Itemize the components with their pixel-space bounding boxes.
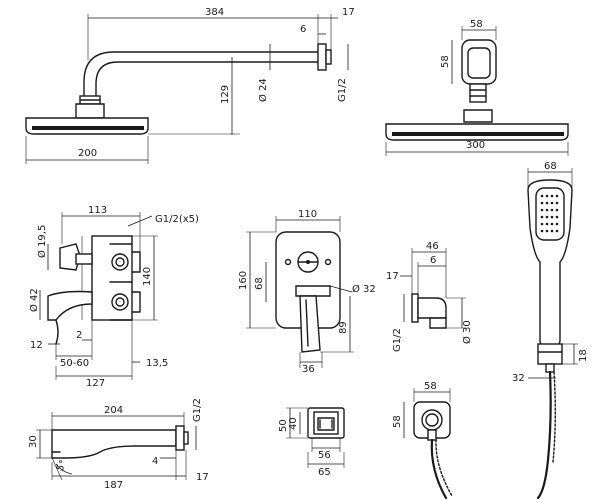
dim-hand-holder-32: 32	[512, 373, 525, 384]
dim-overhead-thread: G1/2	[337, 78, 348, 102]
dim-plate-knob: Ø 32	[352, 283, 376, 295]
dim-overhead-flange: 17	[342, 7, 355, 18]
spout-body	[51, 429, 177, 459]
dim-valve-2: 2	[76, 330, 82, 341]
dim-plate-68: 68	[254, 277, 265, 290]
dim-valve-total-depth: 127	[86, 378, 105, 389]
valve-port-top	[111, 253, 129, 271]
dim-plate-36: 36	[302, 364, 315, 375]
wall-elbow-view: 46 6 17 G1/2 Ø 30	[386, 241, 473, 352]
dim-outlet-58-h: 58	[392, 415, 403, 428]
dim-spout-thread: G1/2	[192, 398, 203, 422]
elbow-flange	[411, 293, 419, 323]
shower-arm-inner	[95, 61, 319, 97]
dim-holder-56: 56	[318, 450, 331, 461]
dim-valve-height: 140	[142, 267, 153, 286]
hand-shower-nozzles	[540, 194, 559, 233]
dim-valve-body: Ø 42	[28, 288, 40, 312]
overhead-shower-arm-view: 384 17 6 Ø 24 G1/2 129 200	[25, 7, 355, 164]
dim-elbow-dia: Ø 30	[461, 320, 473, 344]
mixer-lever-base	[295, 285, 331, 297]
dim-overhead-pipe: Ø 24	[257, 78, 269, 102]
dim-spout-4: 4	[152, 456, 158, 467]
wall-flange-thread	[325, 49, 332, 65]
dim-valve-ports: G1/2(x5)	[155, 214, 199, 225]
dim-overhead-length: 384	[205, 7, 224, 18]
elbow-body	[417, 297, 447, 319]
dim-square-flange-w: 58	[470, 19, 483, 30]
hose	[536, 370, 552, 500]
dim-valve-12: 12	[30, 340, 43, 351]
hose-outlet-view: 58 58	[392, 381, 453, 500]
head-mount	[75, 103, 105, 119]
elbow-outlet	[429, 317, 447, 329]
dim-hand-width: 68	[544, 161, 557, 172]
mixer-plate-view: 110 160 68 Ø 32 89 36	[238, 209, 376, 375]
dim-holder-40: 40	[288, 417, 299, 430]
spout-flange	[175, 425, 185, 451]
concealed-valve-view: 113 G1/2(x5) Ø 19,5 140 Ø 42 2 12 50-60 …	[28, 205, 199, 389]
dim-wide-head-width: 300	[466, 140, 485, 151]
wall-holder-view: 50 40 56 65	[278, 407, 345, 478]
bath-spout-view: 204 G1/2 30 5° 4 187 17	[28, 398, 209, 491]
wall-flange	[317, 43, 327, 71]
dim-valve-depth-range: 50-60	[60, 358, 89, 369]
dim-elbow-17: 17	[386, 271, 399, 282]
dim-spout-length: 204	[104, 405, 123, 416]
dim-elbow-6: 6	[430, 255, 436, 266]
hand-shower-view: 68 18 32	[512, 161, 589, 500]
dim-hand-holder-18: 18	[578, 349, 589, 362]
hand-shower-face	[535, 187, 565, 241]
dim-spout-height: 30	[28, 435, 39, 448]
valve-handle-lower	[47, 290, 93, 321]
mixer-lever	[299, 295, 321, 353]
dim-holder-65: 65	[318, 467, 331, 478]
ceiling-shower-view: 58 58 300	[385, 19, 569, 156]
outlet-connector	[421, 409, 443, 431]
dim-overhead-drop: 129	[220, 85, 231, 104]
short-arm	[469, 83, 487, 103]
dim-spout-17: 17	[196, 472, 209, 483]
dim-elbow-thread: G1/2	[392, 328, 403, 352]
hand-shower-holder	[537, 343, 563, 365]
dim-square-flange-h: 58	[440, 55, 451, 68]
dim-plate-width: 110	[298, 209, 317, 220]
dim-overhead-6: 6	[300, 24, 306, 35]
dim-spout-187: 187	[104, 480, 123, 491]
dim-elbow-46: 46	[426, 241, 439, 252]
dim-outlet-58-w: 58	[424, 381, 437, 392]
dim-overhead-head-width: 200	[78, 148, 97, 159]
valve-port-bottom	[111, 293, 129, 311]
dim-valve-knob: Ø 19,5	[36, 225, 48, 258]
dim-plate-height: 160	[238, 271, 249, 290]
shower-arm-outer	[83, 51, 319, 97]
dim-valve-width: 113	[88, 205, 107, 216]
hand-shower-body	[527, 179, 573, 347]
dim-holder-50: 50	[278, 419, 289, 432]
dim-valve-13-5: 13,5	[146, 358, 168, 369]
dim-plate-89: 89	[338, 321, 349, 334]
outlet-hose	[430, 438, 448, 500]
dim-spout-angle: 5°	[55, 458, 70, 473]
